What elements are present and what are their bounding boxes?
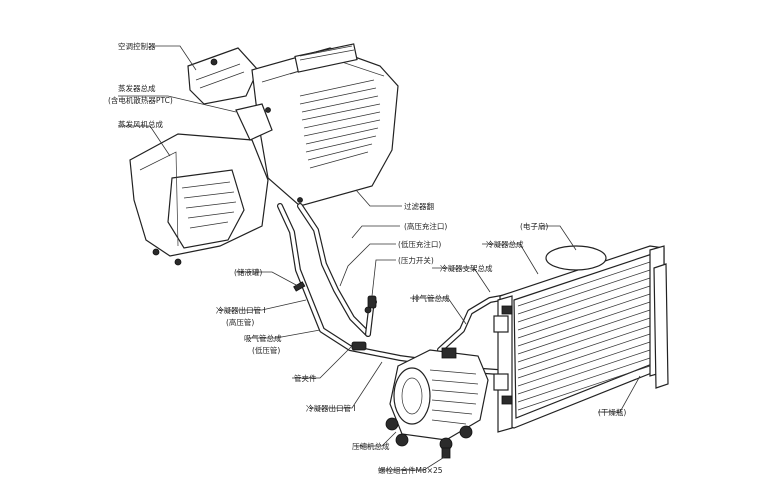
label-bolt: 螺栓组合件M6×25 bbox=[378, 466, 443, 475]
compressor-part bbox=[385, 347, 489, 459]
label-ac-controller: 空调控制器 bbox=[118, 42, 156, 51]
label-condenser-outlet-sub: (高压管) bbox=[226, 318, 255, 327]
label-exhaust-bracket: 排气管总成 bbox=[412, 294, 450, 303]
evaporator-housing-part bbox=[251, 43, 399, 207]
label-filter-vent: 过滤器翻 bbox=[404, 202, 434, 211]
label-condenser-assembly: 冷凝器总成 bbox=[486, 240, 524, 249]
label-compressor: 压缩机总成 bbox=[352, 442, 390, 451]
label-blower: 蒸发风机总成 bbox=[118, 120, 163, 129]
label-suction-pipe: 吸气管总成 bbox=[244, 334, 282, 343]
ac-controller-part bbox=[187, 47, 259, 105]
label-high-pressure-port: (高压充注口) bbox=[404, 222, 448, 231]
label-receiver: (储液罐) bbox=[234, 268, 263, 277]
blower-part bbox=[129, 103, 273, 266]
label-evaporator-ptc: (含电机散热器PTC) bbox=[108, 96, 173, 105]
label-electric-fan: (电子扇) bbox=[520, 222, 549, 231]
label-pressure-switch: (压力开关) bbox=[398, 256, 434, 265]
leader-lines bbox=[118, 45, 641, 471]
label-condenser-outlet-pipe-2: 冷凝器出口管 I bbox=[306, 404, 356, 413]
label-clamp: 管夹件 bbox=[294, 374, 317, 383]
label-evaporator: 蒸发器总成 bbox=[118, 84, 156, 93]
label-condenser-outlet-pipe: 冷凝器出口管 I bbox=[216, 306, 266, 315]
label-condenser-bracket: 冷凝器支架总成 bbox=[440, 264, 493, 273]
label-suction-sub: (低压管) bbox=[252, 346, 281, 355]
refrigerant-pipes bbox=[277, 203, 515, 383]
label-low-pressure-port: (低压充注口) bbox=[398, 240, 442, 249]
label-drier: (干燥瓶) bbox=[598, 408, 627, 417]
condenser-part bbox=[493, 245, 669, 433]
